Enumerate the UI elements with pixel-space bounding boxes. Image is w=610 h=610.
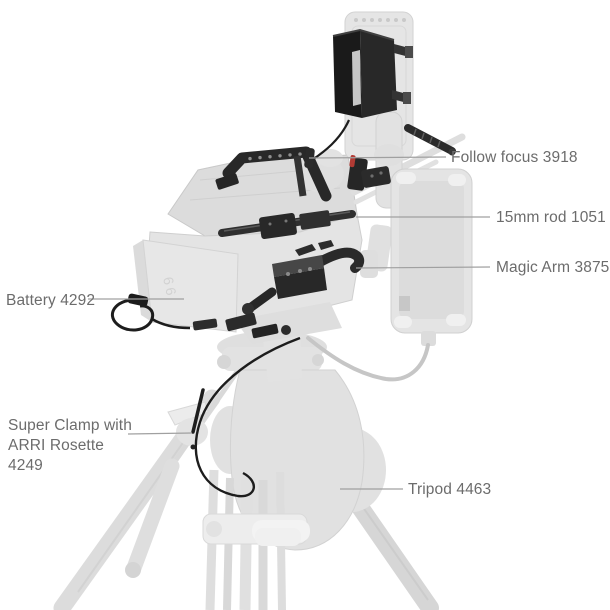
baseplate-clamps [192, 312, 291, 339]
column-cable-loop [194, 336, 301, 498]
label-follow-focus: Follow focus 3918 [451, 149, 578, 166]
monitor-signal-cable [306, 336, 430, 382]
leader-lines [88, 156, 491, 490]
leader-super-clamp [127, 432, 193, 435]
label-tripod: Tripod 4463 [408, 481, 492, 498]
label-rod-15mm: 15mm rod 1051 [496, 209, 606, 226]
leader-follow-focus [308, 156, 447, 159]
rod-15mm-part [218, 210, 356, 240]
leader-magic-arm [355, 266, 491, 269]
side-monitor-ghost [306, 168, 473, 382]
label-super-clamp-line1: Super Clamp with [8, 417, 132, 434]
magic-arm-part [242, 240, 365, 315]
label-magic-arm: Magic Arm 3875 [496, 259, 610, 276]
ghost-marking: 66 [160, 275, 180, 299]
label-battery: Battery 4292 [6, 292, 96, 309]
label-super-clamp: Super Clamp with ARRI Rosette 4249 [8, 416, 138, 476]
battery-cable [110, 293, 191, 332]
label-super-clamp-line2: ARRI Rosette 4249 [8, 437, 104, 474]
